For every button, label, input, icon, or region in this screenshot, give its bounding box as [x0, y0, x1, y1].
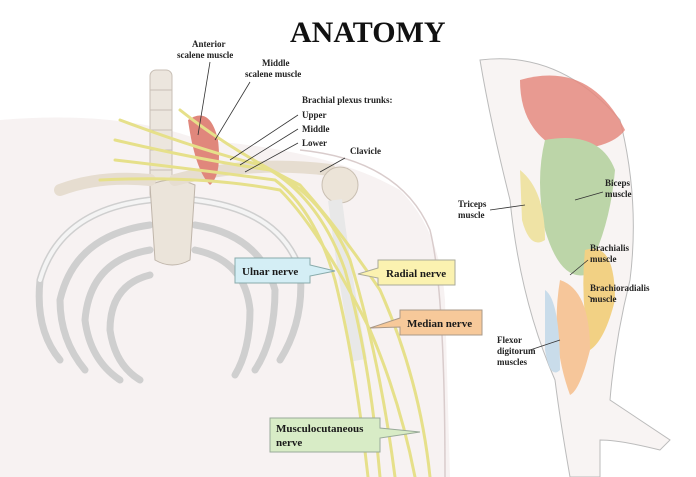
svg-text:Radial nerve: Radial nerve: [386, 268, 446, 280]
label-flexor-digitorum: Flexor digitorum muscles: [497, 335, 561, 367]
torso-illustration: [0, 69, 450, 477]
svg-text:Ulnar nerve: Ulnar nerve: [242, 266, 298, 278]
diagram-title: ANATOMY: [290, 16, 446, 49]
svg-text:Brachialis: Brachialis: [590, 243, 629, 253]
svg-text:Flexor: Flexor: [497, 335, 522, 345]
radial-nerve-label: Radial nerve: [357, 259, 456, 286]
label-brachial-plexus: Brachial plexus trunks: Upper Middle Low…: [229, 95, 393, 173]
svg-text:Biceps: Biceps: [605, 178, 630, 188]
svg-text:scalene muscle: scalene muscle: [177, 50, 233, 60]
svg-text:muscles: muscles: [497, 357, 527, 367]
label-brachialis: Brachialis muscle: [569, 243, 629, 276]
svg-text:muscle: muscle: [605, 189, 632, 199]
svg-text:nerve: nerve: [276, 437, 302, 449]
median-nerve-label: Median nerve: [369, 309, 483, 336]
ulnar-nerve-label: Ulnar nerve: [234, 257, 336, 284]
svg-text:Musculocutaneous: Musculocutaneous: [276, 423, 364, 435]
svg-text:Triceps: Triceps: [458, 199, 487, 209]
label-biceps: Biceps muscle: [574, 178, 632, 201]
label-middle-scalene: Middle scalene muscle: [214, 58, 301, 141]
svg-text:muscle: muscle: [590, 294, 617, 304]
svg-text:Brachioradialis: Brachioradialis: [590, 283, 650, 293]
svg-text:Lower: Lower: [302, 138, 327, 148]
svg-text:Brachial plexus trunks:: Brachial plexus trunks:: [302, 95, 393, 105]
svg-text:Upper: Upper: [302, 110, 327, 120]
svg-text:muscle: muscle: [590, 254, 617, 264]
svg-text:digitorum: digitorum: [497, 346, 536, 356]
musculocutaneous-nerve-label: Musculocutaneous nerve: [269, 417, 421, 453]
svg-text:Median nerve: Median nerve: [407, 318, 472, 330]
svg-text:Middle: Middle: [302, 124, 330, 134]
label-triceps: Triceps muscle: [458, 199, 526, 220]
svg-text:muscle: muscle: [458, 210, 485, 220]
svg-text:Anterior: Anterior: [192, 39, 226, 49]
label-clavicle: Clavicle: [319, 146, 381, 173]
label-anterior-scalene: Anterior scalene muscle: [177, 39, 233, 136]
label-brachioradialis: Brachioradialis muscle: [587, 283, 650, 304]
arm-illustration: [479, 58, 671, 477]
svg-text:Middle: Middle: [262, 58, 290, 68]
svg-text:scalene muscle: scalene muscle: [245, 69, 301, 79]
svg-text:Clavicle: Clavicle: [350, 146, 381, 156]
